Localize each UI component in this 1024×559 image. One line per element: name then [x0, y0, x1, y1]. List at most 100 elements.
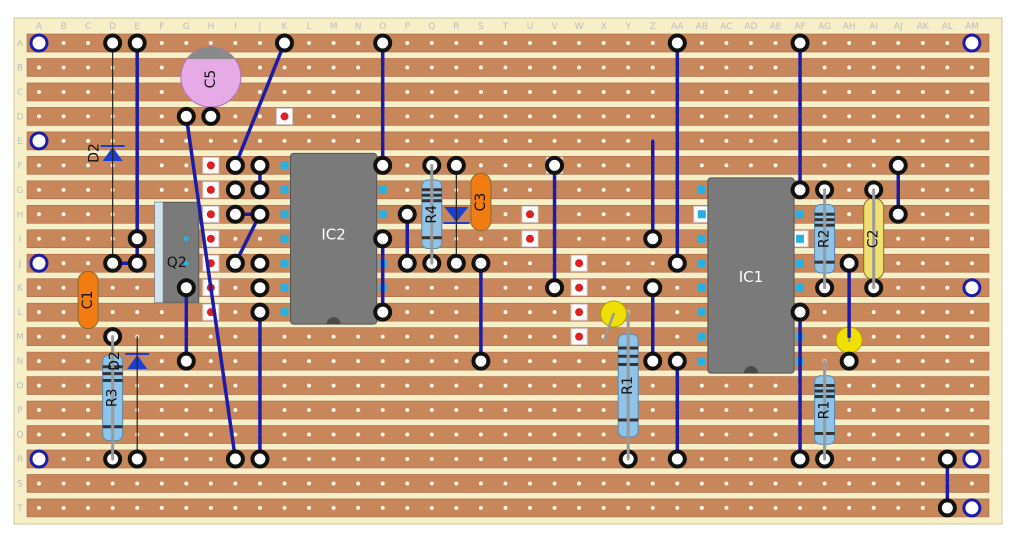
solder-joint — [127, 33, 147, 53]
hole — [552, 505, 557, 510]
hole — [822, 138, 827, 143]
hole — [356, 432, 361, 437]
ic-pin — [280, 234, 289, 243]
hole — [969, 187, 974, 192]
hole — [577, 163, 582, 168]
hole — [601, 456, 606, 461]
hole — [945, 285, 950, 290]
track-cut-dot — [526, 210, 534, 219]
hole — [331, 41, 336, 45]
column-label: G — [183, 22, 190, 32]
copper-strip — [26, 156, 990, 175]
hole — [724, 89, 729, 94]
hole — [86, 163, 91, 168]
hole — [920, 65, 925, 70]
mounting-hole — [29, 33, 49, 53]
column-label: AF — [794, 22, 805, 32]
hole — [257, 138, 262, 143]
hole — [380, 334, 385, 339]
hole — [601, 236, 606, 241]
column-label: Q — [428, 22, 435, 32]
hole — [650, 481, 655, 486]
hole — [233, 383, 238, 388]
solder-joint — [667, 253, 687, 273]
hole — [503, 432, 508, 437]
hole — [699, 163, 704, 168]
hole — [748, 138, 753, 143]
solder-joint — [373, 33, 393, 53]
hole — [454, 432, 459, 437]
hole — [896, 41, 901, 45]
hole — [920, 383, 925, 388]
hole — [159, 114, 164, 119]
hole — [724, 138, 729, 143]
hole — [699, 65, 704, 70]
hole — [626, 89, 631, 94]
solder-joint — [937, 498, 957, 518]
hole — [699, 456, 704, 461]
column-label: AG — [818, 22, 831, 32]
hole — [896, 408, 901, 413]
hole — [822, 89, 827, 94]
hole — [454, 505, 459, 510]
hole — [699, 41, 704, 45]
hole — [159, 334, 164, 339]
hole — [503, 187, 508, 192]
hole — [528, 187, 532, 192]
hole — [356, 383, 361, 388]
ic-pin — [697, 308, 706, 317]
hole — [37, 114, 41, 119]
hole — [405, 138, 410, 143]
hole — [920, 359, 925, 364]
hole — [159, 505, 164, 510]
hole — [773, 383, 778, 388]
hole — [37, 505, 41, 510]
hole — [405, 89, 410, 94]
hole — [503, 481, 508, 486]
hole — [871, 310, 876, 315]
hole — [552, 65, 557, 70]
hole — [208, 334, 213, 339]
hole — [184, 41, 189, 45]
hole — [822, 310, 827, 315]
hole — [405, 114, 410, 119]
hole — [552, 408, 557, 413]
hole — [920, 481, 925, 486]
hole — [454, 359, 459, 364]
hole — [356, 65, 361, 70]
hole — [37, 163, 41, 168]
hole — [110, 310, 115, 315]
hole — [405, 408, 410, 413]
hole — [626, 41, 631, 45]
hole — [307, 89, 312, 94]
r4-label: R4 — [424, 205, 440, 224]
ic1-notch — [743, 366, 758, 374]
hole — [626, 212, 631, 217]
hole — [577, 481, 582, 486]
hole — [896, 114, 901, 119]
hole — [945, 212, 950, 217]
hole — [208, 41, 213, 45]
hole — [896, 505, 901, 510]
hole — [208, 383, 213, 388]
copper-strip — [26, 425, 990, 444]
ic-pin — [697, 332, 706, 341]
hole — [184, 383, 189, 388]
hole — [528, 359, 532, 364]
hole — [503, 41, 508, 45]
row-label: A — [17, 39, 24, 49]
column-label: J — [258, 22, 262, 32]
column-label: O — [379, 22, 386, 32]
r1a-label: R1 — [620, 376, 636, 395]
hole — [282, 334, 287, 339]
copper-strip — [26, 131, 990, 151]
hole — [184, 187, 189, 192]
mounting-holes — [29, 33, 982, 518]
hole — [650, 432, 655, 437]
hole — [37, 212, 41, 217]
hole — [37, 481, 41, 486]
column-label: Y — [624, 22, 631, 32]
hole — [650, 65, 655, 70]
hole — [454, 138, 459, 143]
hole — [454, 408, 459, 413]
